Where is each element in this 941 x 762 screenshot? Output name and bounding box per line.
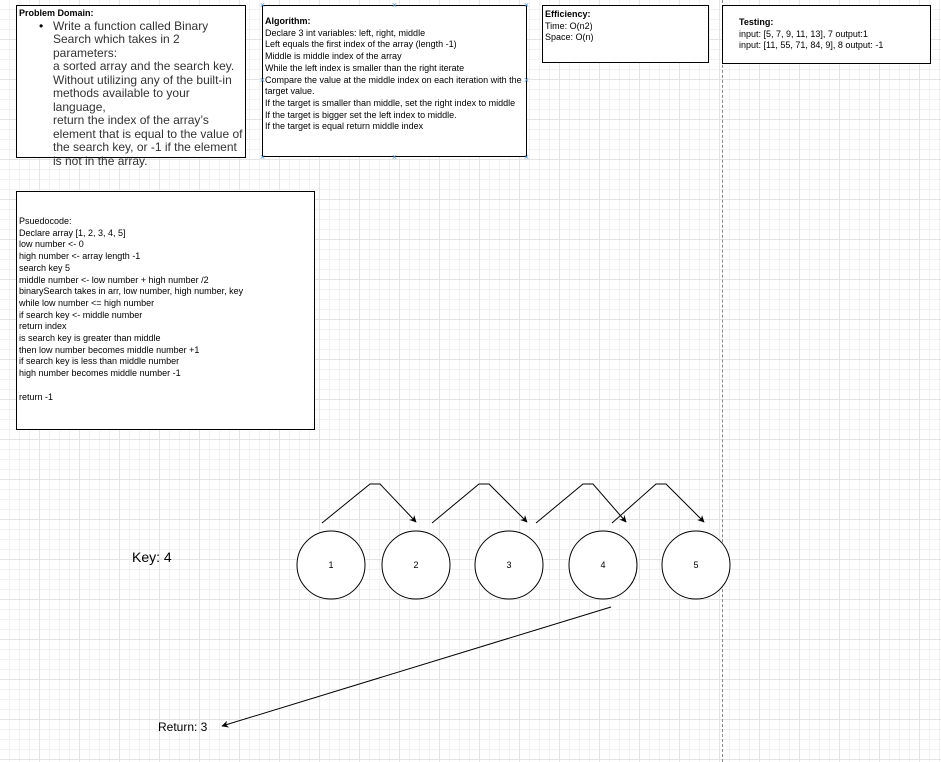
node-value: 1 — [328, 560, 333, 570]
selection-handle[interactable]: × — [523, 152, 530, 162]
problem-domain-box[interactable]: Problem Domain: Write a function called … — [16, 5, 246, 167]
array-node[interactable]: 5 — [661, 530, 731, 600]
pseudocode-line: if search key <- middle number — [19, 309, 143, 320]
return-label: Return: 3 — [158, 720, 208, 734]
problem-line: is not in the array. — [53, 153, 148, 168]
efficiency-time: Time: O(n2) — [545, 20, 593, 31]
pseudocode-line: binarySearch takes in arr, low number, h… — [19, 286, 244, 297]
algorithm-line: If the target is equal return middle ind… — [265, 121, 424, 132]
algorithm-line: Middle is middle index of the array — [265, 51, 402, 62]
selection-handle[interactable]: × — [259, 75, 266, 85]
algorithm-line: If the target is bigger set the left ind… — [265, 109, 457, 120]
algorithm-line: If the target is smaller than middle, se… — [265, 97, 516, 108]
problem-domain-title: Problem Domain: — [19, 8, 94, 18]
selection-handle[interactable]: × — [259, 0, 266, 10]
selection-handle[interactable]: × — [523, 0, 530, 10]
key-label: Key: 4 — [132, 549, 172, 565]
selection-handle[interactable]: × — [523, 75, 530, 85]
algorithm-line: Declare 3 int variables: left, right, mi… — [265, 27, 426, 38]
pseudocode-line: high number becomes middle number -1 — [19, 368, 181, 379]
pseudocode-box[interactable]: Psuedocode: Declare array [1, 2, 3, 4, 5… — [16, 191, 315, 430]
selection-handle[interactable]: × — [259, 152, 266, 162]
selection-handle[interactable]: × — [391, 0, 398, 10]
algorithm-box[interactable]: Algorithm: Declare 3 int variables: left… — [262, 5, 527, 157]
algorithm-title: Algorithm: — [265, 16, 311, 26]
selection-handle[interactable]: × — [391, 152, 398, 162]
pseudocode-line: return index — [19, 321, 67, 332]
pseudocode-line: search key 5 — [19, 262, 71, 273]
array-node[interactable]: 1 — [296, 530, 366, 600]
efficiency-box[interactable]: Efficiency: Time: O(n2) Space: O(n) — [542, 5, 709, 63]
problem-line: Write a function called Binary — [53, 18, 209, 33]
node-value: 4 — [600, 560, 605, 570]
pseudocode-line: while low number <= high number — [19, 297, 155, 308]
pseudocode-title: Psuedocode: — [19, 216, 72, 226]
problem-line: methods available to your language, — [53, 86, 190, 114]
pseudocode-line: is search key is greater than middle — [19, 333, 161, 344]
problem-line: the search key, or -1 if the element — [53, 140, 237, 155]
return-arrow[interactable] — [221, 606, 612, 728]
problem-line: element that is equal to the value of — [53, 126, 243, 141]
pseudocode-line: Declare array [1, 2, 3, 4, 5] — [19, 227, 126, 238]
array-node[interactable]: 3 — [474, 530, 544, 600]
algorithm-line: Left equals the first index of the array… — [265, 39, 457, 50]
pseudocode-line: middle number <- low number + high numbe… — [19, 274, 209, 285]
jump-arrow[interactable] — [611, 483, 705, 524]
algorithm-line: While the left index is smaller than the… — [265, 62, 465, 73]
problem-line: Search which takes in 2 parameters: — [53, 32, 180, 60]
testing-case-1: input: [5, 7, 9, 11, 13], 7 output:1 — [739, 28, 868, 39]
problem-line: a sorted array and the search key. — [53, 59, 235, 74]
algorithm-line: Compare the value at the middle index on… — [265, 74, 522, 97]
problem-domain-bullet: Write a function called Binary Search wh… — [39, 18, 243, 169]
pseudocode-line: return -1 — [19, 391, 54, 402]
dashed-divider — [722, 0, 723, 762]
testing-case-2: input: [11, 55, 71, 84, 9], 8 output: -1 — [739, 40, 884, 51]
node-value: 5 — [693, 560, 698, 570]
testing-title: Testing: — [739, 17, 774, 27]
pseudocode-line: if search key is less than middle number — [19, 356, 180, 367]
efficiency-title: Efficiency: — [545, 9, 591, 19]
jump-arrow[interactable] — [535, 483, 627, 524]
problem-line: return the index of the array’s — [53, 113, 209, 128]
pseudocode-line: low number <- 0 — [19, 239, 84, 250]
problem-line: Without utilizing any of the built-in — [53, 72, 232, 87]
node-value: 3 — [506, 560, 511, 570]
pseudocode-line: high number <- array length -1 — [19, 251, 141, 262]
array-node[interactable]: 4 — [568, 530, 638, 600]
jump-arrow[interactable] — [321, 483, 417, 524]
problem-domain-text: Write a function called Binary Search wh… — [19, 18, 243, 169]
efficiency-space: Space: O(n) — [545, 32, 594, 43]
testing-box[interactable]: Testing: input: [5, 7, 9, 11, 13], 7 out… — [722, 5, 931, 64]
array-node[interactable]: 2 — [381, 530, 451, 600]
node-value: 2 — [413, 560, 418, 570]
pseudocode-line: then low number becomes middle number +1 — [19, 344, 200, 355]
jump-arrow[interactable] — [431, 483, 528, 524]
